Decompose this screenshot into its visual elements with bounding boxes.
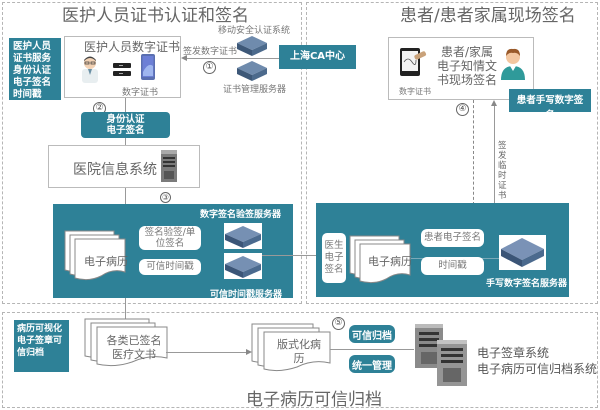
- patient-handwritten-sign-label: 患者手写数字签名: [509, 89, 591, 121]
- step-5-marker: ⑤: [332, 317, 345, 330]
- formatted-emr-label: 版式化病 历: [277, 338, 321, 365]
- archive-server-tower-icon: [413, 322, 469, 388]
- arrow-head-left-icon: [181, 55, 187, 61]
- issue-cert-label: 签发数字证书: [183, 47, 238, 57]
- handwritten-server-icon: [499, 235, 546, 270]
- emr-doc-label-right: 电子病历: [368, 255, 412, 268]
- handwritten-server-title: 手写数字签名服务器: [486, 279, 568, 289]
- arrow-head-right-icon: [246, 349, 252, 355]
- tsa-server-icon: [224, 253, 262, 279]
- trusted-timestamp-pill: 可信时间戳: [139, 259, 201, 275]
- formatted-emr-stack-icon: [251, 323, 331, 375]
- shanghai-ca-center: 上海CA中心: [279, 45, 356, 69]
- doctor-esign-pill: 医生 电子 签名: [322, 233, 346, 283]
- trusted-archive-button: 可信归档: [349, 325, 395, 343]
- tablet-sign-icon: [400, 48, 428, 78]
- mobile-auth-label: 移动安全认证系统: [218, 26, 291, 36]
- step-1-marker: ①: [203, 61, 216, 74]
- signed-docs-label: 各类已签名 医疗文书: [106, 334, 162, 361]
- temp-cert-label: 签 发 临 时 证 书: [498, 141, 507, 201]
- doctor-avatar-icon: [80, 55, 100, 83]
- cert-mgmt-server-icon: [236, 60, 278, 90]
- archive-side-label: 病历可视化 电子签章可 信归档: [14, 320, 69, 372]
- emr-document-stack-icon-right: [349, 235, 411, 285]
- timestamp-pill: 时间戳: [421, 257, 484, 275]
- temp-cert-arrow: [494, 102, 495, 205]
- his-label: 医院信息系统: [73, 162, 157, 178]
- patient-avatar-icon: [500, 46, 526, 80]
- emr-archive-system-label: 电子病历可信归档系统: [477, 362, 598, 376]
- cert-mgmt-label: 证书管理服务器: [223, 85, 287, 95]
- identity-auth-esign: 身份认证 电子签名: [81, 112, 170, 138]
- emr-doc-label-left: 电子病历: [84, 255, 128, 268]
- mobile-phone-icon: [141, 54, 155, 80]
- connector-verify-to-archive: [125, 298, 126, 328]
- patient-sign-box-text: 患者/家属 电子知情文 书现场签名: [437, 45, 498, 87]
- region-archive-title: 电子病历可信归档: [246, 390, 382, 410]
- doctor-cert-caption: 数字证书: [122, 88, 159, 98]
- doctor-cert-box-title: 医护人员数字证书: [84, 40, 181, 54]
- region-doctor-cert-sign: [2, 2, 302, 304]
- arrow-head-up-icon: [491, 100, 497, 106]
- verify-sign-pill: 签名验签/单 位签名: [139, 226, 201, 250]
- mobile-auth-server-icon: [236, 35, 278, 65]
- step-4-marker: ④: [456, 103, 469, 116]
- patient-esign-pill: 患者电子签名: [421, 229, 484, 247]
- region-patient-sign: [306, 2, 598, 304]
- esign-system-label: 电子签章系统: [477, 346, 550, 360]
- doctor-services-label: 医护人员 证书服务 身份认证 电子签名 时间戳: [9, 38, 61, 100]
- connector-verify-to-handwritten: [262, 255, 320, 256]
- region-doctor-title: 医护人员证书认证和签名: [62, 6, 249, 26]
- his-server-tower-icon: [160, 149, 178, 183]
- unified-mgmt-button: 统一管理: [349, 355, 395, 373]
- connector-formatted-to-system: [330, 349, 414, 350]
- region-archive: [2, 312, 598, 408]
- connector-signed-to-formatted: [166, 352, 248, 353]
- step-3-marker: ③: [160, 192, 171, 203]
- connector-his-to-verify: [125, 188, 126, 204]
- tsa-server-title: 可信时间戳服务器: [210, 290, 283, 300]
- issue-cert-arrow: [183, 58, 280, 59]
- region-patient-title: 患者/患者家属现场签名: [400, 6, 576, 26]
- emr-document-stack-icon: [64, 230, 126, 282]
- dashed-connector-patient: [473, 100, 474, 205]
- usb-key-icon: [113, 62, 133, 78]
- verify-server-title: 数字签名验签服务器: [200, 210, 282, 220]
- verify-server-icon: [224, 223, 262, 249]
- signed-docs-stack-icon: [84, 318, 168, 370]
- tablet-cert-caption: 数字证书: [399, 87, 431, 96]
